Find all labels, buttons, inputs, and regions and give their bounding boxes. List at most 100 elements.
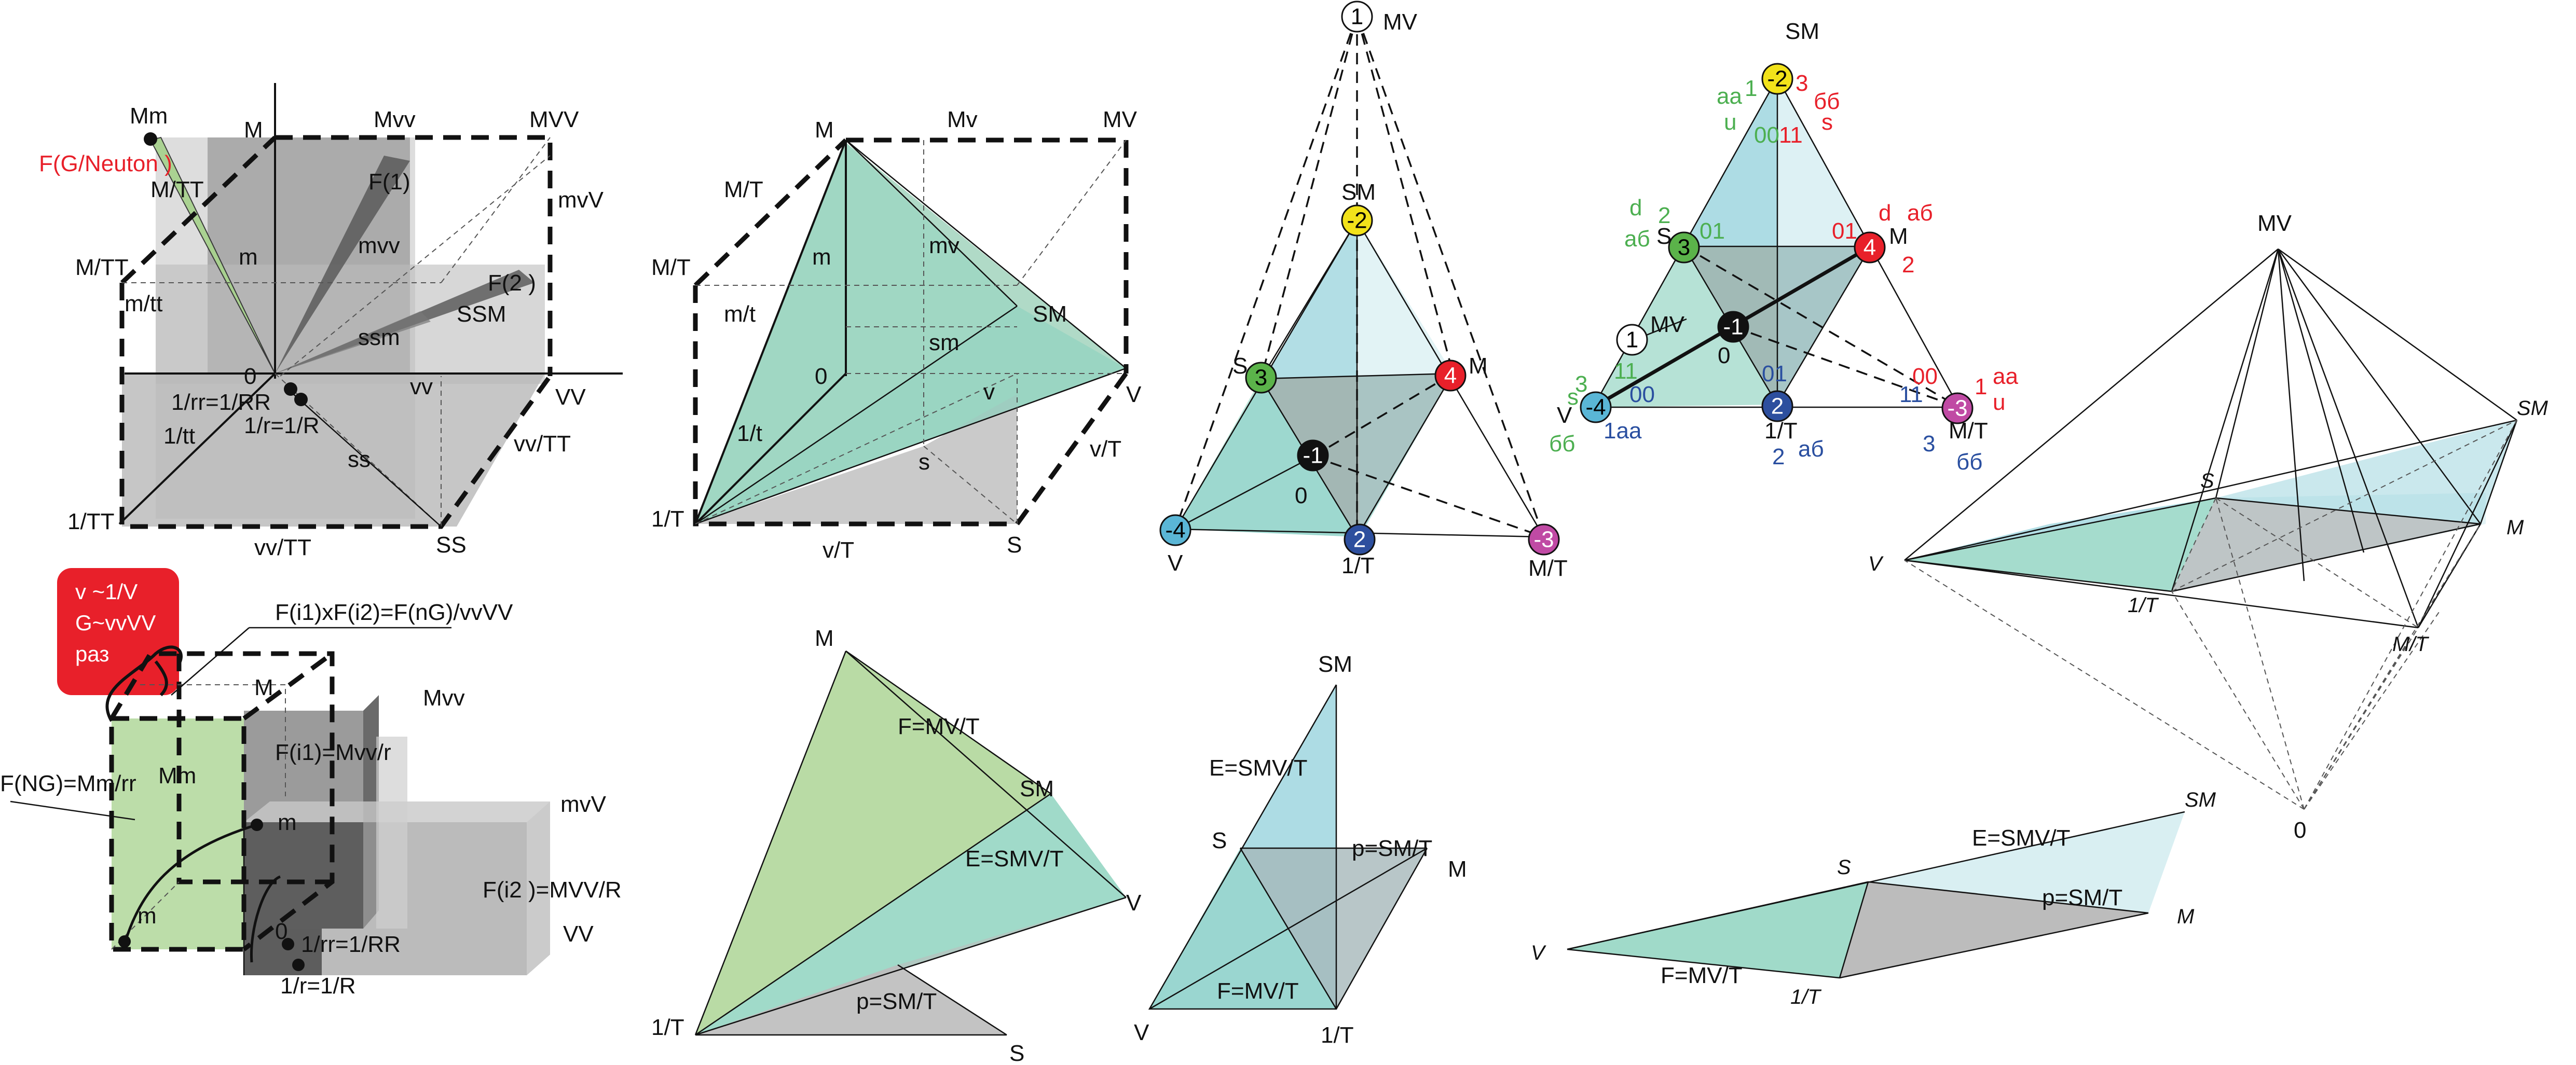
point-1-rr [294, 393, 308, 406]
label-M-T: M/T [1528, 556, 1568, 581]
label-1: 1 [1745, 76, 1757, 101]
label-S: S [1656, 224, 1671, 249]
label-M: M [254, 675, 273, 700]
label-m: m [239, 244, 258, 270]
label-1aa: 1aa [1604, 418, 1642, 444]
label-3-blue: 3 [1923, 431, 1935, 457]
svg-text:4: 4 [1444, 363, 1457, 389]
cube-2: M Mv MV M/T M/T m mv m/t 0 SM sm v V 1/t… [651, 107, 1142, 563]
label-S: S [1009, 1041, 1024, 1065]
label-p: p=SM/T [2042, 885, 2122, 910]
label-T: 1/T [651, 1015, 684, 1040]
label-S: S [1212, 828, 1227, 853]
label-aa-red: aa [1993, 364, 2018, 389]
label-M: M [815, 626, 834, 651]
label-2-blue: 2 [1772, 444, 1785, 469]
label-t: 1/t [737, 421, 762, 446]
label-M: M [1889, 224, 1908, 249]
triangle-3: SM E=SMV/T S p=SM/T M V F=MV/T 1/T [1531, 789, 2216, 1008]
label-sm: sm [929, 330, 960, 355]
label-V: V [1531, 942, 1546, 964]
label-VV: VV [555, 384, 586, 410]
label-zero: 0 [2294, 818, 2306, 843]
label-vv-TT: vv/TT [514, 431, 571, 457]
label-SM: SM [1785, 19, 1819, 44]
svg-text:2: 2 [1771, 394, 1784, 419]
svg-text:-2: -2 [1767, 66, 1787, 92]
label-T: 1/T [1341, 553, 1375, 578]
node-2: 2 [1761, 390, 1793, 422]
node-minus-2: -2 [1761, 63, 1793, 95]
label-ab: аб [1624, 226, 1650, 252]
label-MV: MV [1650, 312, 1685, 337]
label-V: V [1557, 403, 1572, 428]
label-mvv: mvv [358, 233, 400, 258]
label-M-T: M/T [724, 177, 763, 202]
svg-text:-4: -4 [1165, 518, 1185, 543]
svg-text:2: 2 [1353, 527, 1366, 552]
label-r: 1/r=1/R [280, 973, 356, 999]
svg-text:3: 3 [1678, 235, 1690, 260]
label-V: V [1126, 890, 1142, 916]
label-vv: vv [410, 374, 433, 399]
label-aa: aa [1717, 84, 1742, 109]
svg-text:-3: -3 [1947, 396, 1967, 421]
label-Mv: Mv [947, 107, 978, 132]
label-TT: 1/TT [67, 509, 114, 534]
label-m-b: m [138, 903, 157, 929]
node-3: 3 [1245, 362, 1277, 394]
label-M: M [2177, 905, 2195, 928]
node-minus-3: -3 [1941, 392, 1974, 424]
label-SM: SM [1033, 301, 1067, 327]
label-T: 1/T [1790, 986, 1821, 1008]
label-F1: F(1) [368, 169, 410, 195]
label-V: V [1134, 1020, 1149, 1045]
node-4: 4 [1434, 359, 1467, 392]
svg-text:4: 4 [1864, 235, 1876, 260]
callout-box [57, 568, 179, 695]
svg-text:1: 1 [1626, 327, 1638, 353]
label-F-NG: F(NG)=Mm/rr [0, 771, 136, 796]
label-2-red: 2 [1902, 252, 1914, 278]
label-00-blue: 00 [1629, 382, 1655, 407]
label-VV: VV [563, 921, 594, 947]
label-SM: SM [1318, 652, 1352, 677]
node-1: 1 [1341, 1, 1373, 33]
label-tt: 1/tt [163, 423, 195, 449]
label-T: 1/T [1764, 418, 1798, 444]
label-vv-TT-b: vv/TT [254, 535, 311, 560]
label-3: 3 [1796, 71, 1808, 96]
label-m: m [278, 810, 297, 835]
svg-text:-1: -1 [1303, 443, 1323, 468]
label-u-red: u [1993, 390, 2005, 415]
node-minus-2: -2 [1341, 204, 1373, 237]
label-zero: 0 [1718, 343, 1730, 368]
label-SM: SM [1341, 179, 1376, 205]
label-d-red: d [1879, 200, 1891, 226]
triangle-2: SM E=SMV/T S p=SM/T M F=MV/T V 1/T [1134, 652, 1467, 1048]
label-F-i1: F(i1)=Mvv/r [275, 740, 391, 765]
point-1-r [292, 959, 305, 971]
point-Mm [144, 132, 157, 146]
label-F-eq: F(i1)xF(i2)=F(nG)/vvVV [275, 600, 513, 625]
label-T: 1/T [2128, 594, 2159, 617]
label-Mm: Mm [130, 103, 168, 129]
label-MV: MV [2257, 211, 2292, 236]
label-m-t: m/t [724, 301, 756, 327]
svg-text:1: 1 [1351, 4, 1363, 30]
label-E: E=SMV/T [965, 846, 1064, 872]
point-1-r [284, 382, 297, 396]
svg-text:-2: -2 [1347, 208, 1367, 233]
label-p: p=SM/T [1352, 836, 1432, 861]
triangle-1: M F=MV/T SM E=SMV/T V p=SM/T 1/T S [651, 626, 1142, 1065]
label-F-G-Neuton: F(G/Neuton ) [39, 151, 172, 176]
label-01-blue: 01 [1762, 361, 1787, 386]
label-M-T: M/T [1949, 418, 1988, 444]
label-F: F=MV/T [1661, 963, 1743, 988]
label-mvV: mvV [560, 792, 607, 817]
label-u: u [1724, 109, 1736, 135]
label-F: F=MV/T [1217, 978, 1299, 1004]
label-s: s [1821, 109, 1833, 135]
label-11-green: 11 [1614, 358, 1638, 384]
